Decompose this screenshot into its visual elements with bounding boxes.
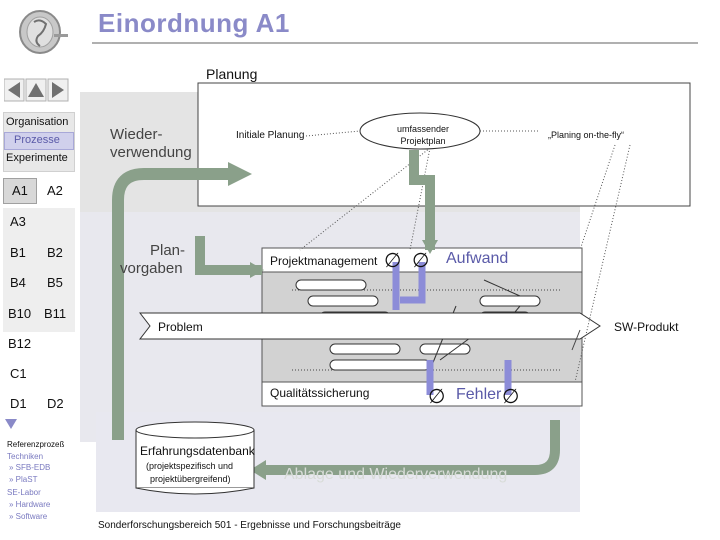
- planvorgaben-arrow: [195, 236, 262, 275]
- sidebar-item-prozesse-highlight: [4, 132, 74, 150]
- sidebar: Organisation Prozesse Experimente A1 A2 …: [0, 0, 78, 540]
- sidebar-item-b5[interactable]: B5: [47, 275, 63, 290]
- sidebar-item-d2[interactable]: D2: [47, 396, 64, 411]
- sidebar-link-software[interactable]: » Software: [9, 512, 48, 521]
- umfassender-label: umfassender: [396, 124, 450, 134]
- nav-arrows: [4, 78, 69, 102]
- sidebar-link-se-labor[interactable]: SE-Labor: [7, 488, 41, 497]
- phase-pill: [329, 343, 401, 355]
- phase-pill: [307, 295, 379, 307]
- fehler-label: Fehler: [456, 386, 502, 403]
- erfahrungsdatenbank-label: Erfahrungsdatenbank: [140, 444, 255, 458]
- sw-produkt-label: SW-Produkt: [614, 320, 679, 334]
- empty-set-icon: ∅: [428, 386, 446, 408]
- plan-arrow: [409, 150, 435, 250]
- plan-arrowhead: [422, 240, 438, 254]
- empty-set-icon: ∅: [384, 250, 402, 272]
- scroll-down-icon[interactable]: [4, 418, 18, 430]
- nav-forward-icon[interactable]: [47, 78, 69, 102]
- sidebar-item-c1[interactable]: C1: [10, 366, 27, 381]
- projektmanagement-label: Projektmanagement: [270, 254, 378, 268]
- edb-sub-line2: projektübergreifend): [150, 474, 231, 484]
- planvorgaben-line1: Plan-: [150, 242, 186, 259]
- wiederverwendung-line2: verwendung: [110, 144, 192, 161]
- phase-pill: [295, 279, 367, 291]
- sidebar-link-plast[interactable]: » PlaST: [9, 475, 38, 484]
- reuse-feedback-arrow: [112, 168, 230, 440]
- sidebar-item-b2[interactable]: B2: [47, 245, 63, 260]
- empty-set-icon: ∅: [502, 386, 520, 408]
- qualitaetssicherung-box: [261, 381, 583, 407]
- reuse-arrowhead: [228, 162, 252, 186]
- empty-set-icon: ∅: [412, 250, 430, 272]
- initiale-planung-label: Initiale Planung: [236, 130, 305, 141]
- projektplan-label: Projektplan: [400, 136, 446, 146]
- sidebar-item-prozesse[interactable]: Prozesse: [14, 134, 60, 146]
- planung-dotted-links: [299, 130, 631, 383]
- title-divider: [92, 42, 698, 44]
- aufwand-label: Aufwand: [446, 250, 509, 267]
- ablage-arrowhead: [250, 460, 266, 480]
- sidebar-a1-highlight: [3, 178, 37, 204]
- wiederverwendung-line1: Wieder-: [110, 126, 163, 143]
- planvorgaben-line2: vorgaben: [120, 260, 183, 277]
- sidebar-link-sfb-edb[interactable]: » SFB-EDB: [9, 463, 51, 472]
- sfb-logo: [14, 8, 72, 56]
- sidebar-item-organisation[interactable]: Organisation: [6, 116, 69, 128]
- sidebar-b-group: [3, 208, 75, 332]
- sidebar-item-b1[interactable]: B1: [10, 245, 26, 260]
- sidebar-item-d1[interactable]: D1: [10, 396, 27, 411]
- sidebar-item-a1[interactable]: A1: [12, 183, 28, 198]
- nav-back-icon[interactable]: [4, 78, 25, 102]
- sidebar-item-b10[interactable]: B10: [8, 306, 32, 321]
- phase-pill: [419, 343, 471, 355]
- sidebar-item-b11[interactable]: B11: [44, 306, 67, 321]
- planvorgaben-arrowhead: [250, 262, 264, 278]
- umfassender-projektplan-ellipse: [359, 112, 481, 150]
- sidebar-item-b12[interactable]: B12: [8, 336, 32, 351]
- ablage-arrow: [260, 420, 560, 475]
- phase-pill: [479, 295, 541, 307]
- sidebar-item-experimente[interactable]: Experimente: [6, 152, 68, 164]
- phase-pill: [329, 359, 431, 371]
- sidebar-link-referenzprozess[interactable]: Referenzprozeß: [7, 440, 65, 449]
- ablage-label: Ablage und Wiederverwendung: [284, 466, 508, 483]
- erfahrungsdatenbank-cylinder: [135, 421, 255, 495]
- edb-sub-line1: (projektspezifisch und: [146, 461, 234, 471]
- footer-text: Sonderforschungsbereich 501 - Ergebnisse…: [98, 520, 401, 531]
- problem-label: Problem: [158, 320, 203, 334]
- planing-on-the-fly-label: „Planing on-the-fly“: [548, 130, 625, 140]
- sidebar-item-a2[interactable]: A2: [47, 183, 63, 198]
- sidebar-link-hardware[interactable]: » Hardware: [9, 500, 51, 509]
- decorative-line: [571, 329, 581, 351]
- qualitaetssicherung-label: Qualitätssicherung: [270, 386, 370, 400]
- planung-label: Planung: [206, 66, 258, 82]
- problem-to-product-arrow: [138, 312, 601, 340]
- sidebar-item-a3[interactable]: A3: [10, 214, 26, 229]
- page-title: Einordnung A1: [98, 8, 290, 38]
- sidebar-link-techniken[interactable]: Techniken: [7, 452, 44, 461]
- aufwand-blue-arrow-2: [400, 262, 426, 304]
- nav-up-icon[interactable]: [25, 78, 47, 102]
- sidebar-item-b4[interactable]: B4: [10, 275, 26, 290]
